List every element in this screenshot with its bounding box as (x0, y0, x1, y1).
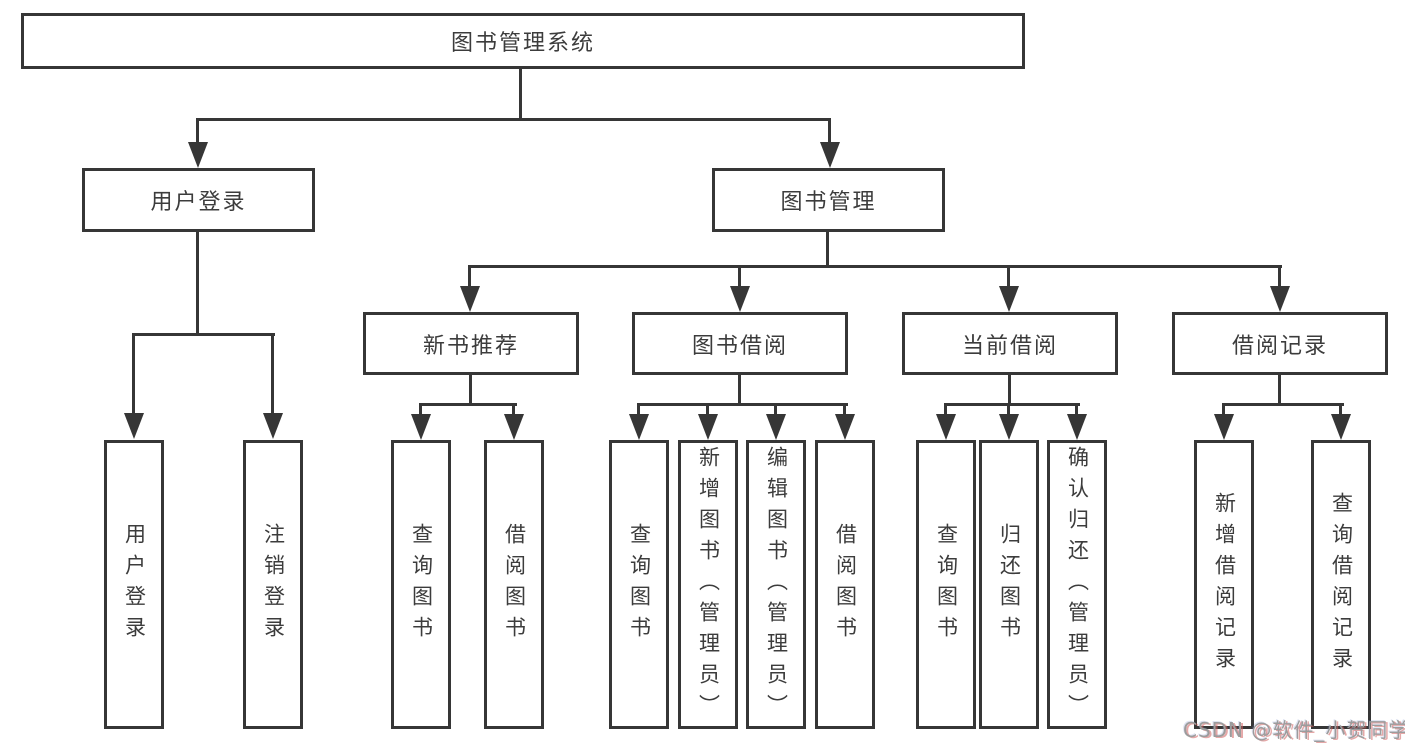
connector-line (468, 265, 471, 289)
node-book-borrow: 图书借阅 (632, 312, 848, 375)
arrow-down-icon (263, 413, 283, 439)
leaf-confirm-return-admin-label: 确认归还（管理员） (1065, 445, 1090, 725)
leaf-return-book: 归还图书 (979, 440, 1039, 729)
connector-line (944, 403, 947, 416)
connector-line (828, 118, 831, 148)
connector-line (271, 333, 274, 415)
arrow-down-icon (1270, 286, 1290, 312)
arrow-down-icon (820, 142, 840, 168)
node-borrow-records: 借阅记录 (1172, 312, 1388, 375)
connector-line (637, 403, 640, 416)
connector-line (1008, 375, 1011, 406)
connector-line (1278, 265, 1281, 289)
connector-line (1075, 403, 1078, 416)
connector-line (196, 118, 831, 121)
csdn-watermark: CSDN @软件_小贺同学 (1183, 718, 1405, 742)
arrow-down-icon (1214, 414, 1234, 440)
arrow-down-icon (835, 414, 855, 440)
connector-line (1222, 403, 1344, 406)
node-book-management: 图书管理 (712, 168, 945, 232)
arrow-down-icon (504, 414, 524, 440)
leaf-query-books-current-label: 查询图书 (934, 522, 959, 647)
node-root: 图书管理系统 (21, 13, 1025, 69)
arrow-down-icon (411, 414, 431, 440)
arrow-down-icon (460, 286, 480, 312)
arrow-down-icon (124, 413, 144, 439)
node-root-label: 图书管理系统 (450, 31, 595, 56)
connector-line (1007, 403, 1010, 416)
leaf-confirm-return-admin: 确认归还（管理员） (1047, 440, 1107, 729)
connector-line (826, 232, 829, 268)
leaf-add-book-admin: 新增图书（管理员） (678, 440, 738, 729)
node-borrow-records-label: 借阅记录 (1231, 333, 1328, 359)
connector-line (512, 403, 515, 416)
leaf-user-login: 用户登录 (104, 440, 164, 729)
leaf-borrow-books-borrow: 借阅图书 (815, 440, 875, 729)
arrow-down-icon (1067, 414, 1087, 440)
connector-line (738, 265, 741, 289)
leaf-query-books-current: 查询图书 (916, 440, 976, 729)
connector-line (132, 333, 275, 336)
leaf-add-borrow-record-label: 新增借阅记录 (1212, 491, 1237, 678)
leaf-add-borrow-record: 新增借阅记录 (1194, 440, 1254, 729)
connector-line (419, 403, 422, 416)
leaf-query-borrow-record-label: 查询借阅记录 (1329, 491, 1354, 678)
connector-line (1222, 403, 1225, 416)
leaf-borrow-books-recommend-label: 借阅图书 (502, 522, 527, 647)
connector-line (519, 68, 522, 121)
arrow-down-icon (999, 286, 1019, 312)
node-user-login: 用户登录 (82, 168, 315, 232)
connector-line (419, 403, 517, 406)
leaf-query-books-recommend-label: 查询图书 (409, 522, 434, 647)
node-current-borrow: 当前借阅 (902, 312, 1118, 375)
node-current-borrow-label: 当前借阅 (961, 333, 1058, 359)
arrow-down-icon (629, 414, 649, 440)
connector-line (196, 232, 199, 336)
connector-line (132, 333, 135, 415)
connector-line (1007, 265, 1010, 289)
leaf-query-books-borrow: 查询图书 (609, 440, 669, 729)
leaf-user-login-label: 用户登录 (122, 522, 147, 647)
arrow-down-icon (730, 286, 750, 312)
arrow-down-icon (188, 142, 208, 168)
leaf-edit-book-admin: 编辑图书（管理员） (746, 440, 806, 729)
connector-line (1278, 375, 1281, 406)
connector-line (1339, 403, 1342, 416)
node-book-borrow-label: 图书借阅 (691, 333, 788, 359)
leaf-logout: 注销登录 (243, 440, 303, 729)
leaf-query-borrow-record: 查询借阅记录 (1311, 440, 1371, 729)
arrow-down-icon (1331, 414, 1351, 440)
node-book-management-label: 图书管理 (780, 190, 877, 215)
connector-line (738, 375, 741, 406)
connector-line (637, 403, 848, 406)
connector-line (706, 403, 709, 416)
connector-line (774, 403, 777, 416)
node-new-book-recommend: 新书推荐 (363, 312, 579, 375)
leaf-logout-label: 注销登录 (261, 522, 286, 647)
arrow-down-icon (766, 414, 786, 440)
connector-line (944, 403, 1080, 406)
leaf-edit-book-admin-label: 编辑图书（管理员） (764, 445, 789, 725)
arrow-down-icon (999, 414, 1019, 440)
leaf-add-book-admin-label: 新增图书（管理员） (696, 445, 721, 725)
connector-line (196, 118, 199, 148)
leaf-return-book-label: 归还图书 (997, 522, 1022, 647)
connector-line (468, 265, 1282, 268)
leaf-query-books-borrow-label: 查询图书 (627, 522, 652, 647)
connector-line (843, 403, 846, 416)
leaf-borrow-books-borrow-label: 借阅图书 (833, 522, 858, 647)
node-new-book-recommend-label: 新书推荐 (422, 333, 519, 359)
leaf-borrow-books-recommend: 借阅图书 (484, 440, 544, 729)
connector-line (469, 375, 472, 406)
node-user-login-label: 用户登录 (150, 190, 247, 215)
arrow-down-icon (698, 414, 718, 440)
leaf-query-books-recommend: 查询图书 (391, 440, 451, 729)
arrow-down-icon (936, 414, 956, 440)
